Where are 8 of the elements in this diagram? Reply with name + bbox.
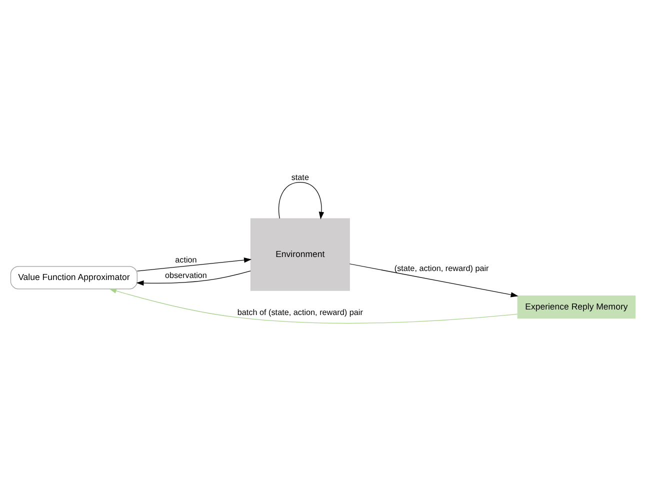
- node-box: Experience Reply Memory: [517, 296, 636, 319]
- node-box: Value Function Approximator: [10, 266, 138, 290]
- node-box: Environment: [250, 218, 350, 291]
- arrow: [136, 258, 252, 272]
- arrow: [349, 264, 518, 298]
- arrow: [108, 288, 518, 324]
- arrow: [278, 182, 324, 220]
- arrow: [136, 270, 251, 286]
